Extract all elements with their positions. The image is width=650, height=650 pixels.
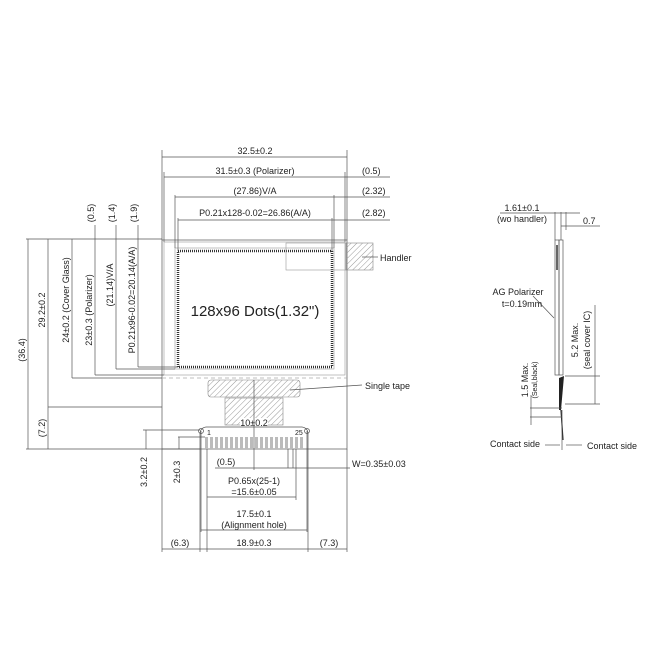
handler-outline <box>285 242 347 271</box>
dim-pin-width: W=0.35±0.03 <box>352 459 406 469</box>
dim-fpc-left: (6.3) <box>171 538 190 548</box>
dim-fpc-2: 2±0.3 <box>172 461 182 483</box>
side-polarizer-2: t=0.19mm <box>502 299 542 309</box>
dim-fpc-32: 3.2±0.2 <box>139 457 149 487</box>
side-polarizer-1: AG Polarizer <box>492 287 543 297</box>
side-ic-1: 5.2 Max. <box>570 323 580 358</box>
single-tape-label: Single tape <box>365 381 410 391</box>
side-thickness-1: 1.61±0.1 <box>505 203 540 213</box>
dim-fpc-total: 18.9±0.3 <box>237 538 272 548</box>
fpc-dimensions: 3.2±0.2 2±0.3 (0.5) W=0.35±0.03 P0.65x(2… <box>139 429 406 552</box>
viewing-area <box>174 247 335 370</box>
dim-offset: (0.5) <box>217 457 236 467</box>
left-dimensions: (36.4) 29.2±0.2 24±0.2 (Cover Glass) 23±… <box>17 204 200 450</box>
dim-cover-glass: 24±0.2 (Cover Glass) <box>61 257 71 342</box>
active-area <box>176 249 334 369</box>
dim-va-height: (21.14)V/A <box>105 263 115 306</box>
side-thickness-2: (wo handler) <box>497 214 547 224</box>
handler-label: Handler <box>380 253 412 263</box>
dim-top-05: (0.5) <box>86 204 96 223</box>
dim-outline-height: 29.2±0.2 <box>37 293 47 328</box>
side-ic-2: (seal cover IC) <box>582 311 592 370</box>
pin-first: 1 <box>207 430 211 437</box>
dim-right-232: (2.32) <box>362 186 386 196</box>
front-view: 128x96 Dots(1.32") Handler Single tape 1… <box>161 239 412 470</box>
dim-right-282: (2.82) <box>362 208 386 218</box>
side-view: 1.61±0.1 (wo handler) 0.7 AG Polarizer t… <box>490 203 637 451</box>
dim-va-width: (27.86)V/A <box>233 186 276 196</box>
side-handler: 0.7 <box>583 216 596 226</box>
dim-polarizer-width: 31.5±0.3 (Polarizer) <box>216 166 295 176</box>
dim-outline-width: 32.5±0.2 <box>238 146 273 156</box>
dim-polarizer-height: 23±0.3 (Polarizer) <box>84 274 94 345</box>
side-contact-left: Contact side <box>490 439 540 449</box>
side-seal-1: 1.5 Max. <box>520 363 530 398</box>
dim-tail: (7.2) <box>37 419 47 438</box>
top-dimensions: 32.5±0.2 31.5±0.3 (Polarizer) (27.86)V/A… <box>161 146 390 251</box>
dim-top-19: (1.9) <box>129 204 139 223</box>
display-label: 128x96 Dots(1.32") <box>191 303 320 320</box>
handler <box>345 242 374 271</box>
dim-top-14: (1.4) <box>107 204 117 223</box>
ic-seal <box>559 376 564 410</box>
pin-last: 25 <box>295 430 303 437</box>
dim-pitch-1: P0.65x(25-1) <box>228 476 280 486</box>
dim-hole-2: (Alignment hole) <box>221 520 287 530</box>
dim-right-05: (0.5) <box>362 166 381 176</box>
dim-fpc-right: (7.3) <box>320 538 339 548</box>
dim-pitch-2: =15.6±0.05 <box>231 487 276 497</box>
dim-total-height: (36.4) <box>17 338 27 362</box>
polarizer-outline <box>163 241 346 376</box>
side-contact-right: Contact side <box>587 441 637 451</box>
dim-aa-width: P0.21x128-0.02=26.86(A/A) <box>199 208 311 218</box>
dim-hole-1: 17.5±0.1 <box>237 509 272 519</box>
dim-aa-height: P0.21x96-0.02=20.14(A/A) <box>127 247 137 354</box>
side-seal-2: (Seal,black) <box>532 362 539 399</box>
